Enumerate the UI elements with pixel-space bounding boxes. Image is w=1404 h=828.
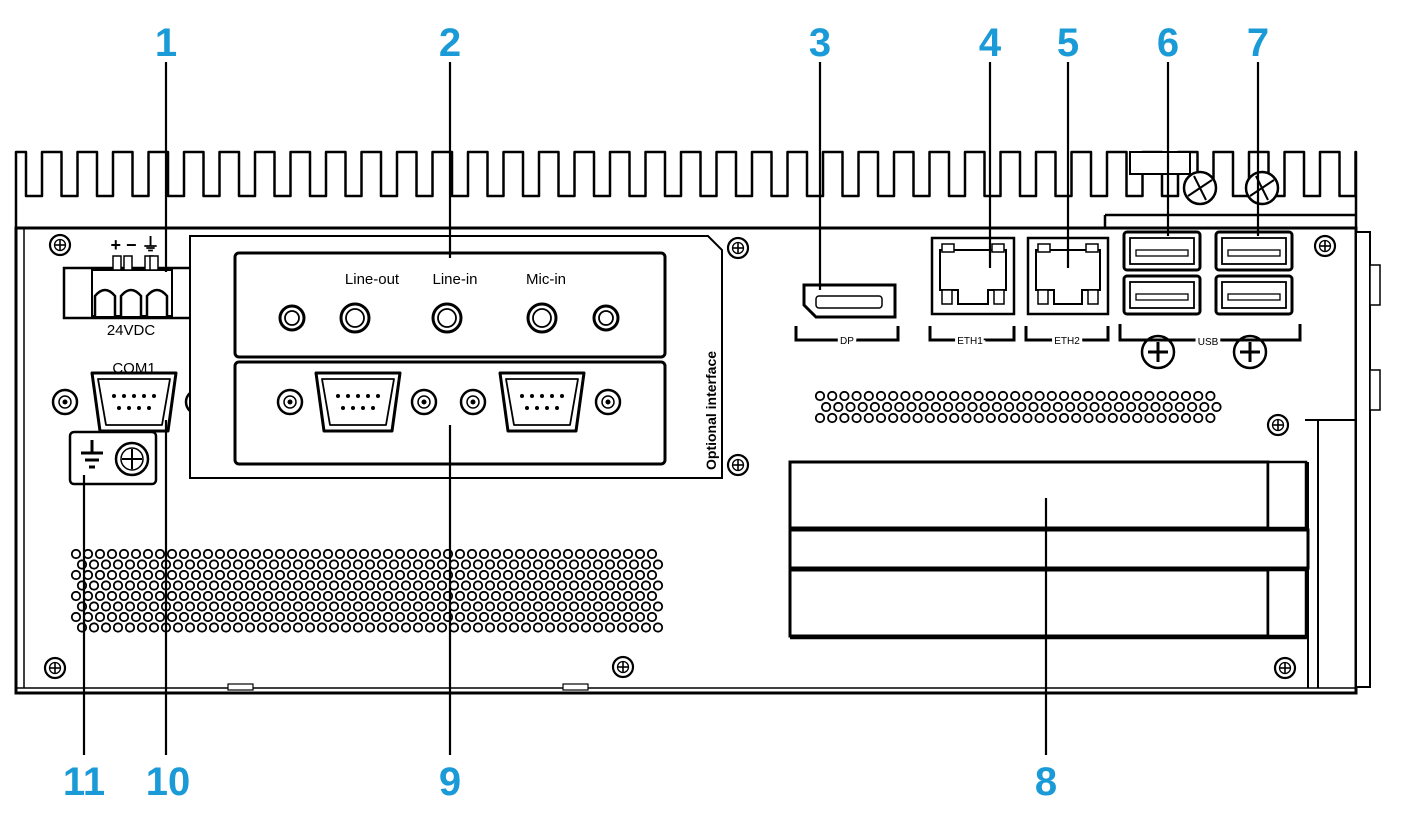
ground-terminal <box>68 430 158 486</box>
eth1-label: ETH1 <box>957 336 983 347</box>
usb-label: USB <box>1198 337 1219 348</box>
optional-interface-label: Optional interface <box>703 351 719 470</box>
callout-8: 8 <box>1035 760 1057 804</box>
line-in-label: Line-in <box>432 271 477 288</box>
leader-lines <box>82 62 1260 755</box>
mic-in-label: Mic-in <box>526 271 566 288</box>
power-voltage-label: 24VDC <box>107 322 156 339</box>
callout-7: 7 <box>1247 21 1269 65</box>
callout-9: 9 <box>439 760 461 804</box>
callout-2: 2 <box>439 21 461 65</box>
expansion-slots <box>788 460 1310 688</box>
callout-5: 5 <box>1057 21 1079 65</box>
ventilation-holes <box>70 390 1222 633</box>
callout-numbers: 1 2 3 4 5 6 7 8 9 10 11 <box>63 21 1269 804</box>
power-terminal-block: 24VDC + − ⏚ <box>62 235 206 339</box>
callout-11: 11 <box>63 760 105 804</box>
power-pin <box>93 288 117 316</box>
callout-4: 4 <box>979 21 1002 65</box>
optional-interface-module: Line-out Line-in Mic-in Optional interfa… <box>189 235 723 479</box>
callout-3: 3 <box>809 21 831 65</box>
eth2-label: ETH2 <box>1054 336 1080 347</box>
line-out-label: Line-out <box>345 271 400 288</box>
power-polarity-label: + − ⏚ <box>110 235 159 255</box>
power-pin <box>145 288 169 316</box>
usb-ports: USB <box>1118 230 1302 370</box>
power-pin <box>119 288 143 316</box>
callout-6: 6 <box>1157 21 1179 65</box>
displayport-connector: DP <box>794 283 900 350</box>
dp-label: DP <box>840 336 854 347</box>
callout-10: 10 <box>146 760 191 804</box>
callout-1: 1 <box>155 21 177 65</box>
